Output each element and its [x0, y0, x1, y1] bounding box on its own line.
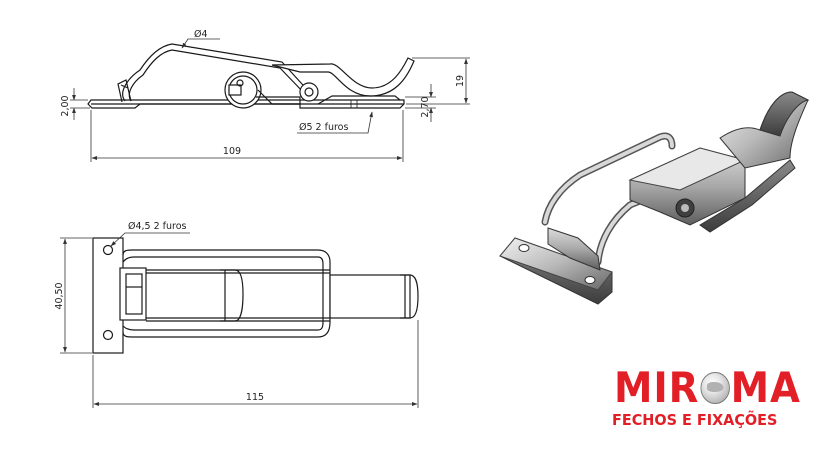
dim-thickness-left: 2,00: [60, 95, 71, 116]
dim-width-40-50: 40,50: [54, 282, 65, 309]
dim-length-109: 109: [223, 146, 241, 157]
top-view: [92, 237, 419, 354]
dim-wire-diameter: Ø4: [194, 29, 208, 40]
top-view-dimensions: [60, 232, 419, 408]
brand-name-part2: MA: [730, 363, 801, 412]
globe-icon: [700, 371, 730, 404]
brand-tagline: FECHOS E FIXAÇÕES: [612, 411, 778, 429]
dim-length-115: 115: [246, 392, 264, 403]
dim-holes-side: Ø5 2 furos: [299, 122, 348, 133]
dim-height-19: 19: [455, 75, 466, 87]
side-view: [87, 43, 415, 109]
mount-hole-top: [102, 244, 114, 256]
brand-name-part1: MIR: [614, 363, 700, 412]
mount-hole-bottom: [102, 329, 114, 341]
side-view-dimensions: [70, 38, 470, 162]
dim-holes-top: Ø4,5 2 furos: [128, 221, 187, 232]
latch-3d-render: [499, 91, 810, 305]
brand-logo: MIR MA FECHOS E FIXAÇÕES: [600, 366, 815, 436]
dim-thickness-right: 2,70: [420, 96, 431, 117]
brand-name: MIR MA: [614, 366, 801, 410]
